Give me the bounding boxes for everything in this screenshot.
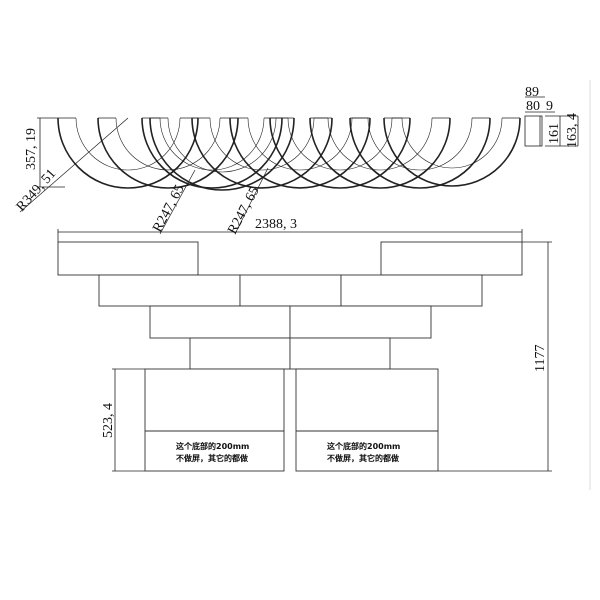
panel-row4-left — [189, 337, 291, 370]
note-left-line2: 不做屏，其它的都做 — [176, 453, 248, 463]
leader-radius-small-1 — [159, 169, 196, 235]
ring-arc — [191, 117, 333, 189]
ring-arc — [115, 117, 221, 171]
panel-row1-left — [57, 241, 199, 276]
dim-overall-width-label: 2388, 3 — [255, 217, 297, 232]
ring-arc — [229, 117, 371, 189]
ring-arc — [57, 117, 199, 189]
ring-arc — [149, 117, 295, 191]
profile-gap-label: 9 — [546, 99, 553, 114]
dim-radius-large-label: R349, 51 — [14, 166, 60, 214]
ring-arc — [367, 117, 473, 171]
dim-overall-height-label: 1177 — [533, 345, 548, 372]
dim-overall-height — [438, 241, 552, 472]
note-right-line2: 不做屏，其它的都做 — [327, 453, 399, 463]
dim-height-top — [37, 117, 65, 188]
ring-arc — [209, 117, 315, 171]
leader-radius-large — [19, 117, 129, 213]
arc-rings-plan-view — [57, 117, 521, 191]
ring-arc — [383, 117, 521, 187]
dim-height-top-label: 357, 19 — [24, 128, 39, 170]
panel-row1-right — [380, 241, 523, 276]
ring-arc — [349, 117, 491, 189]
profile-width-inner-label: 80 — [526, 99, 540, 114]
dim-base-height-label: 523, 4 — [101, 403, 116, 438]
note-right-line1: 这个底部的200mm — [327, 441, 400, 451]
panel-row2-left — [98, 274, 241, 307]
ring-arc — [401, 117, 503, 169]
profile-section — [524, 96, 579, 147]
profile-width-outer-label: 89 — [525, 85, 539, 100]
ring-arc — [75, 117, 181, 171]
ring-arc — [97, 117, 239, 189]
ring-arc — [327, 117, 433, 171]
ring-arc — [141, 117, 283, 189]
panel-row4-right — [289, 337, 391, 370]
profile-height-outer-label: 163, 4 — [565, 113, 580, 148]
panel-row3-right — [289, 305, 432, 339]
ring-arc — [287, 117, 393, 171]
panel-row2-center — [239, 274, 342, 307]
dim-radius-small-1-label: R247, 65 — [150, 183, 187, 235]
profile-height-inner-label: 161 — [547, 123, 562, 144]
note-left-line1: 这个底部的200mm — [176, 441, 249, 451]
leader-radius-small-2 — [234, 167, 269, 235]
base-panel-right — [295, 368, 439, 472]
ring-arc — [167, 117, 277, 173]
ring-arc — [269, 117, 411, 189]
panel-row2-right — [340, 274, 483, 307]
panel-row3-left — [149, 305, 291, 339]
dim-overall-width — [57, 229, 523, 242]
ring-arc — [247, 117, 353, 171]
ring-arc — [159, 117, 265, 171]
base-panel-left — [144, 368, 285, 472]
dim-base-height — [112, 368, 145, 472]
ring-arc — [309, 117, 451, 189]
